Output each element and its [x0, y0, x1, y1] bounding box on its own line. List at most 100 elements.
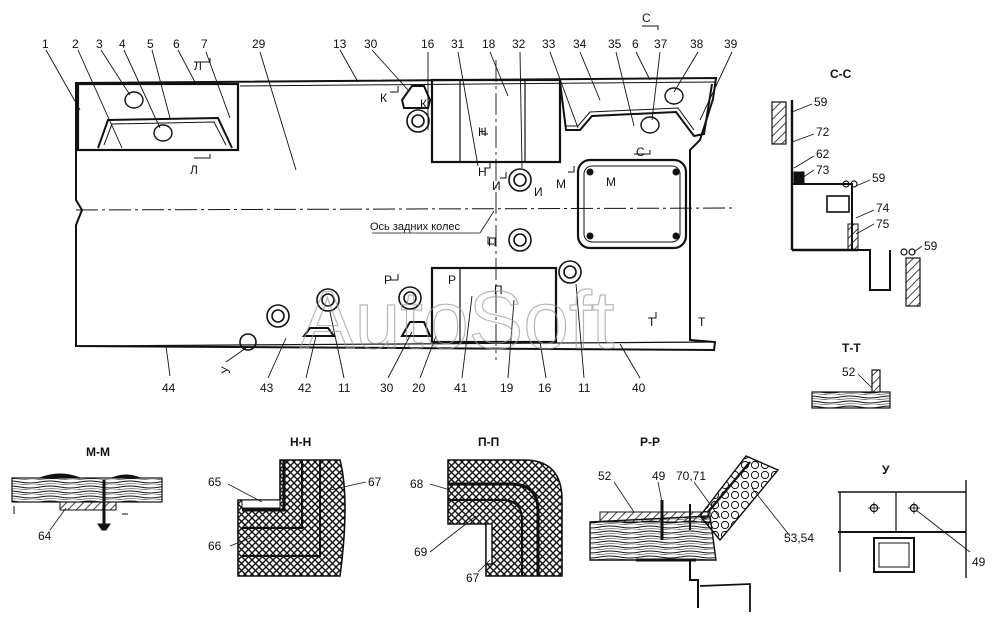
right-rib-panel	[559, 81, 713, 138]
pp-label-69: 69	[414, 545, 428, 559]
round-plugs	[239, 109, 582, 351]
mark-l-top: Л	[194, 59, 202, 73]
label-11b: 11	[578, 381, 591, 395]
mm-label-64: 64	[38, 529, 52, 543]
left-round-cover	[124, 91, 144, 109]
mark-i1: И	[492, 179, 501, 193]
hatch-panel	[576, 158, 688, 250]
section-mm-title: М-М	[86, 445, 110, 459]
label-42: 42	[298, 381, 312, 395]
nn-label-65: 65	[208, 475, 222, 489]
center-box-lower	[430, 266, 558, 344]
label-43: 43	[260, 381, 274, 395]
left-hex-plug	[153, 124, 173, 142]
section-nn-labels: 65 67 66	[208, 475, 382, 553]
nn-label-66: 66	[208, 539, 222, 553]
main-top-labels: 1 2 3 4 5 6 7 29 13 30 16 31 18 32 33 34…	[42, 37, 738, 51]
rr-label-53-54: 53,54	[784, 531, 814, 545]
label-30: 30	[364, 37, 378, 51]
cc-label-73: 73	[816, 163, 830, 177]
section-letters: Л Л С С К К Н Н И И М М П П Р Р Т Т	[190, 11, 706, 329]
view-u-title: У	[882, 463, 890, 477]
section-cc-labels: 59 72 62 73 59 74 75 59	[814, 95, 938, 253]
section-tt-title: Т-Т	[842, 341, 861, 355]
section-rr: Р-Р	[589, 435, 791, 612]
nn-label-67: 67	[368, 475, 382, 489]
label-1: 1	[42, 37, 49, 51]
label-35: 35	[608, 37, 622, 51]
section-cc-title: С-С	[830, 67, 852, 81]
label-30b: 30	[380, 381, 394, 395]
wheel-axis-line	[75, 207, 736, 211]
center-box-upper	[430, 78, 562, 164]
mark-p1: П	[488, 235, 497, 249]
section-cc: С-С	[771, 67, 923, 307]
mark-i2: И	[534, 185, 543, 199]
section-nn-title: Н-Н	[290, 435, 311, 449]
label-38: 38	[690, 37, 704, 51]
mark-r2: Р	[448, 273, 456, 287]
label-13: 13	[333, 37, 347, 51]
label-18: 18	[482, 37, 496, 51]
mark-k1: К	[380, 91, 387, 105]
label-44: 44	[162, 381, 176, 395]
u-label-49: 49	[972, 555, 986, 569]
mark-c-top: С	[642, 11, 651, 25]
mark-l-bottom: Л	[190, 163, 198, 177]
label-20: 20	[412, 381, 426, 395]
section-markers	[194, 25, 659, 319]
label-2: 2	[72, 37, 79, 51]
section-pp-labels: 68 69 67	[410, 477, 480, 585]
section-nn: Н-Н	[227, 435, 367, 577]
pp-label-67: 67	[466, 571, 480, 585]
section-rr-labels: 52 49 70,71 53,54	[598, 469, 814, 545]
mark-c-right: С	[636, 145, 645, 159]
watermark: AutoSoft	[300, 275, 615, 366]
label-19: 19	[500, 381, 514, 395]
label-11: 11	[338, 381, 351, 395]
cc-label-59a: 59	[814, 95, 828, 109]
pp-label-68: 68	[410, 477, 424, 491]
label-4: 4	[119, 37, 126, 51]
cc-label-72: 72	[816, 125, 830, 139]
rr-label-49: 49	[652, 469, 666, 483]
label-6: 6	[173, 37, 180, 51]
label-41: 41	[454, 381, 468, 395]
label-6b: 6	[632, 37, 639, 51]
label-29: 29	[252, 37, 266, 51]
left-compartment	[76, 82, 240, 152]
section-pp: П-П	[429, 435, 563, 577]
section-mm: М-М	[11, 445, 163, 531]
cc-label-59b: 59	[872, 171, 886, 185]
label-34: 34	[573, 37, 587, 51]
mark-m1: М	[556, 177, 566, 191]
mark-n2: Н	[478, 165, 487, 179]
mark-k2: К	[420, 97, 427, 111]
label-39: 39	[724, 37, 738, 51]
cc-label-74: 74	[876, 201, 890, 215]
label-32: 32	[512, 37, 526, 51]
mark-n1: Н	[478, 125, 487, 139]
mark-t2: Т	[698, 315, 706, 329]
cc-label-62: 62	[816, 147, 830, 161]
label-16: 16	[421, 37, 435, 51]
section-pp-title: П-П	[478, 435, 499, 449]
label-5: 5	[147, 37, 154, 51]
mark-t1: Т	[648, 315, 656, 329]
rr-label-70-71: 70,71	[676, 469, 706, 483]
section-rr-title: Р-Р	[640, 435, 660, 449]
tt-label-52: 52	[842, 365, 856, 379]
label-31: 31	[451, 37, 465, 51]
wheel-axis-caption: Ось задних колес	[370, 221, 461, 233]
mark-p2: П	[494, 283, 503, 297]
label-40: 40	[632, 381, 646, 395]
mark-m2: М	[606, 175, 616, 189]
mark-r1: Р	[384, 273, 392, 287]
cc-label-75: 75	[876, 217, 890, 231]
main-leaders	[45, 49, 733, 379]
rr-label-52: 52	[598, 469, 612, 483]
view-u: У	[838, 463, 971, 578]
cc-label-59c: 59	[924, 239, 938, 253]
label-7: 7	[201, 37, 208, 51]
